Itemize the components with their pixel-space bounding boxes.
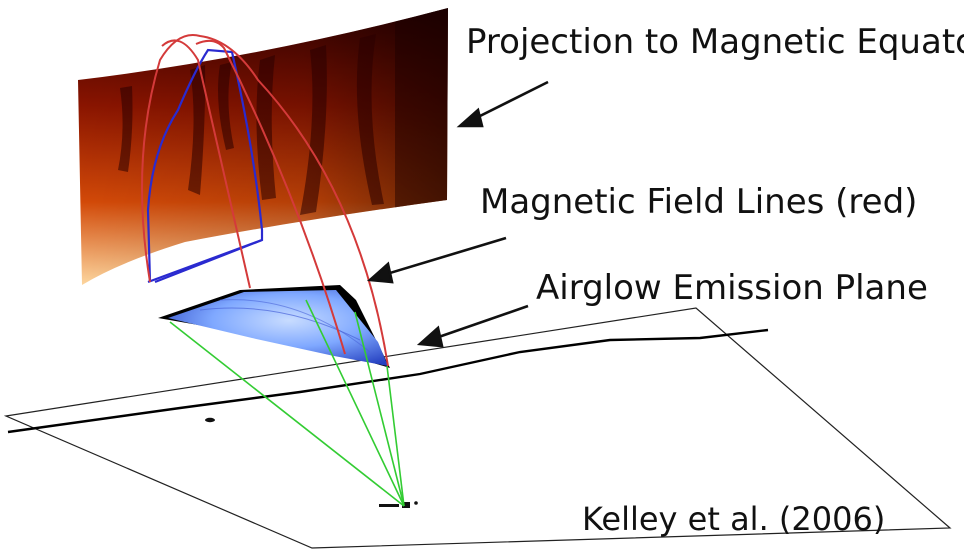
ground-markers [205,417,418,508]
ground-coastline [7,328,769,434]
magnetic-field-lines [141,34,389,367]
label-magnetic-field-lines: Magnetic Field Lines (red) [480,182,918,222]
label-projection-to-magnetic-equator: Projection to Magnetic Equator [466,22,964,62]
airglow-emission-plane [158,285,390,368]
label-airglow-emission-plane: Airglow Emission Plane [536,268,928,308]
projection-outline [146,48,264,284]
projection-outline-base [147,238,263,284]
line-of-sight-rays [169,299,405,507]
arrow-field-lines [379,236,507,278]
citation-text: Kelley et al. (2006) [582,500,886,538]
arrow-projection [467,80,549,124]
arrow-airglow [429,304,529,342]
pointer-arrows [366,80,549,348]
ground-plane [3,307,952,549]
projection-sheet [78,8,448,285]
